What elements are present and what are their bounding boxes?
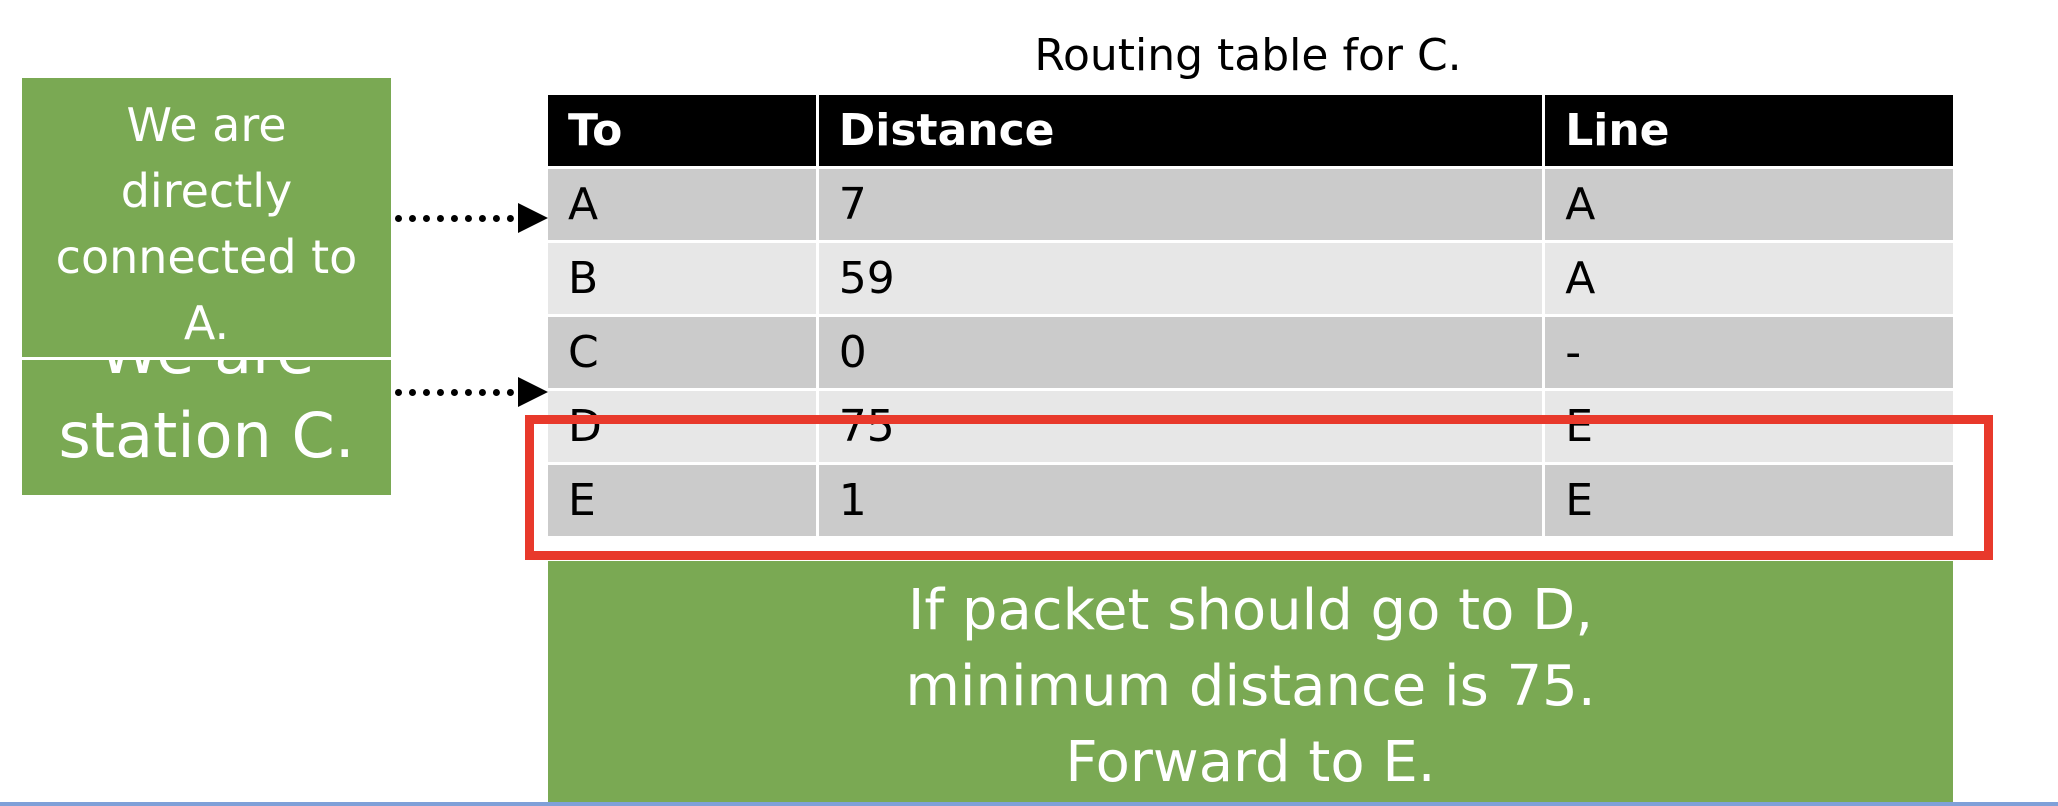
cell-line: A <box>1543 240 1953 316</box>
cell-line: A <box>1543 166 1953 242</box>
arrow-head-icon <box>518 203 548 233</box>
arrow-head-icon <box>518 377 548 407</box>
table-row: B 59 A <box>548 240 1953 316</box>
table-row: A 7 A <box>548 166 1953 242</box>
cell-line: E <box>1543 462 1953 536</box>
station-callout-line-2: station C. <box>58 399 355 472</box>
table-row: C 0 - <box>548 314 1953 390</box>
cell-distance: 0 <box>817 314 1546 390</box>
table-header-row: To Distance Line <box>548 95 1953 168</box>
decision-line-2: minimum distance is 75. <box>905 654 1596 719</box>
decision-callout: If packet should go to D, minimum distan… <box>548 561 1953 806</box>
cell-distance: 7 <box>817 166 1546 242</box>
table-row: D 75 E <box>548 388 1953 464</box>
direct-callout-line-3: connected to <box>55 230 358 284</box>
direct-connection-callout: We are directly connected to A. <box>22 78 391 360</box>
table-title: Routing table for C. <box>1034 30 1462 81</box>
decision-line-1: If packet should go to D, <box>907 578 1594 643</box>
cell-distance: 59 <box>817 240 1546 316</box>
direct-callout-line-4: A. <box>183 296 230 350</box>
bottom-divider <box>0 802 2058 806</box>
table-row: E 1 E <box>548 462 1953 536</box>
cell-distance: 1 <box>817 462 1546 536</box>
cell-to: C <box>548 314 819 390</box>
cell-line: - <box>1543 314 1953 390</box>
header-line: Line <box>1543 95 1953 168</box>
arrow-to-row-a <box>395 215 542 222</box>
arrow-to-row-c <box>395 389 542 396</box>
cell-line: E <box>1543 388 1953 464</box>
header-distance: Distance <box>817 95 1546 168</box>
direct-callout-line-1: We are <box>126 98 287 152</box>
cell-to: A <box>548 166 819 242</box>
direct-callout-line-2: directly <box>120 164 293 218</box>
cell-to: E <box>548 462 819 536</box>
highlight-rows-d-e <box>525 415 1993 560</box>
cell-to: D <box>548 388 819 464</box>
cell-distance: 75 <box>817 388 1546 464</box>
decision-line-3: Forward to E. <box>1065 730 1436 795</box>
header-to: To <box>548 95 819 168</box>
routing-table: To Distance Line A 7 A B 59 A C 0 - D <box>548 95 1953 536</box>
cell-to: B <box>548 240 819 316</box>
